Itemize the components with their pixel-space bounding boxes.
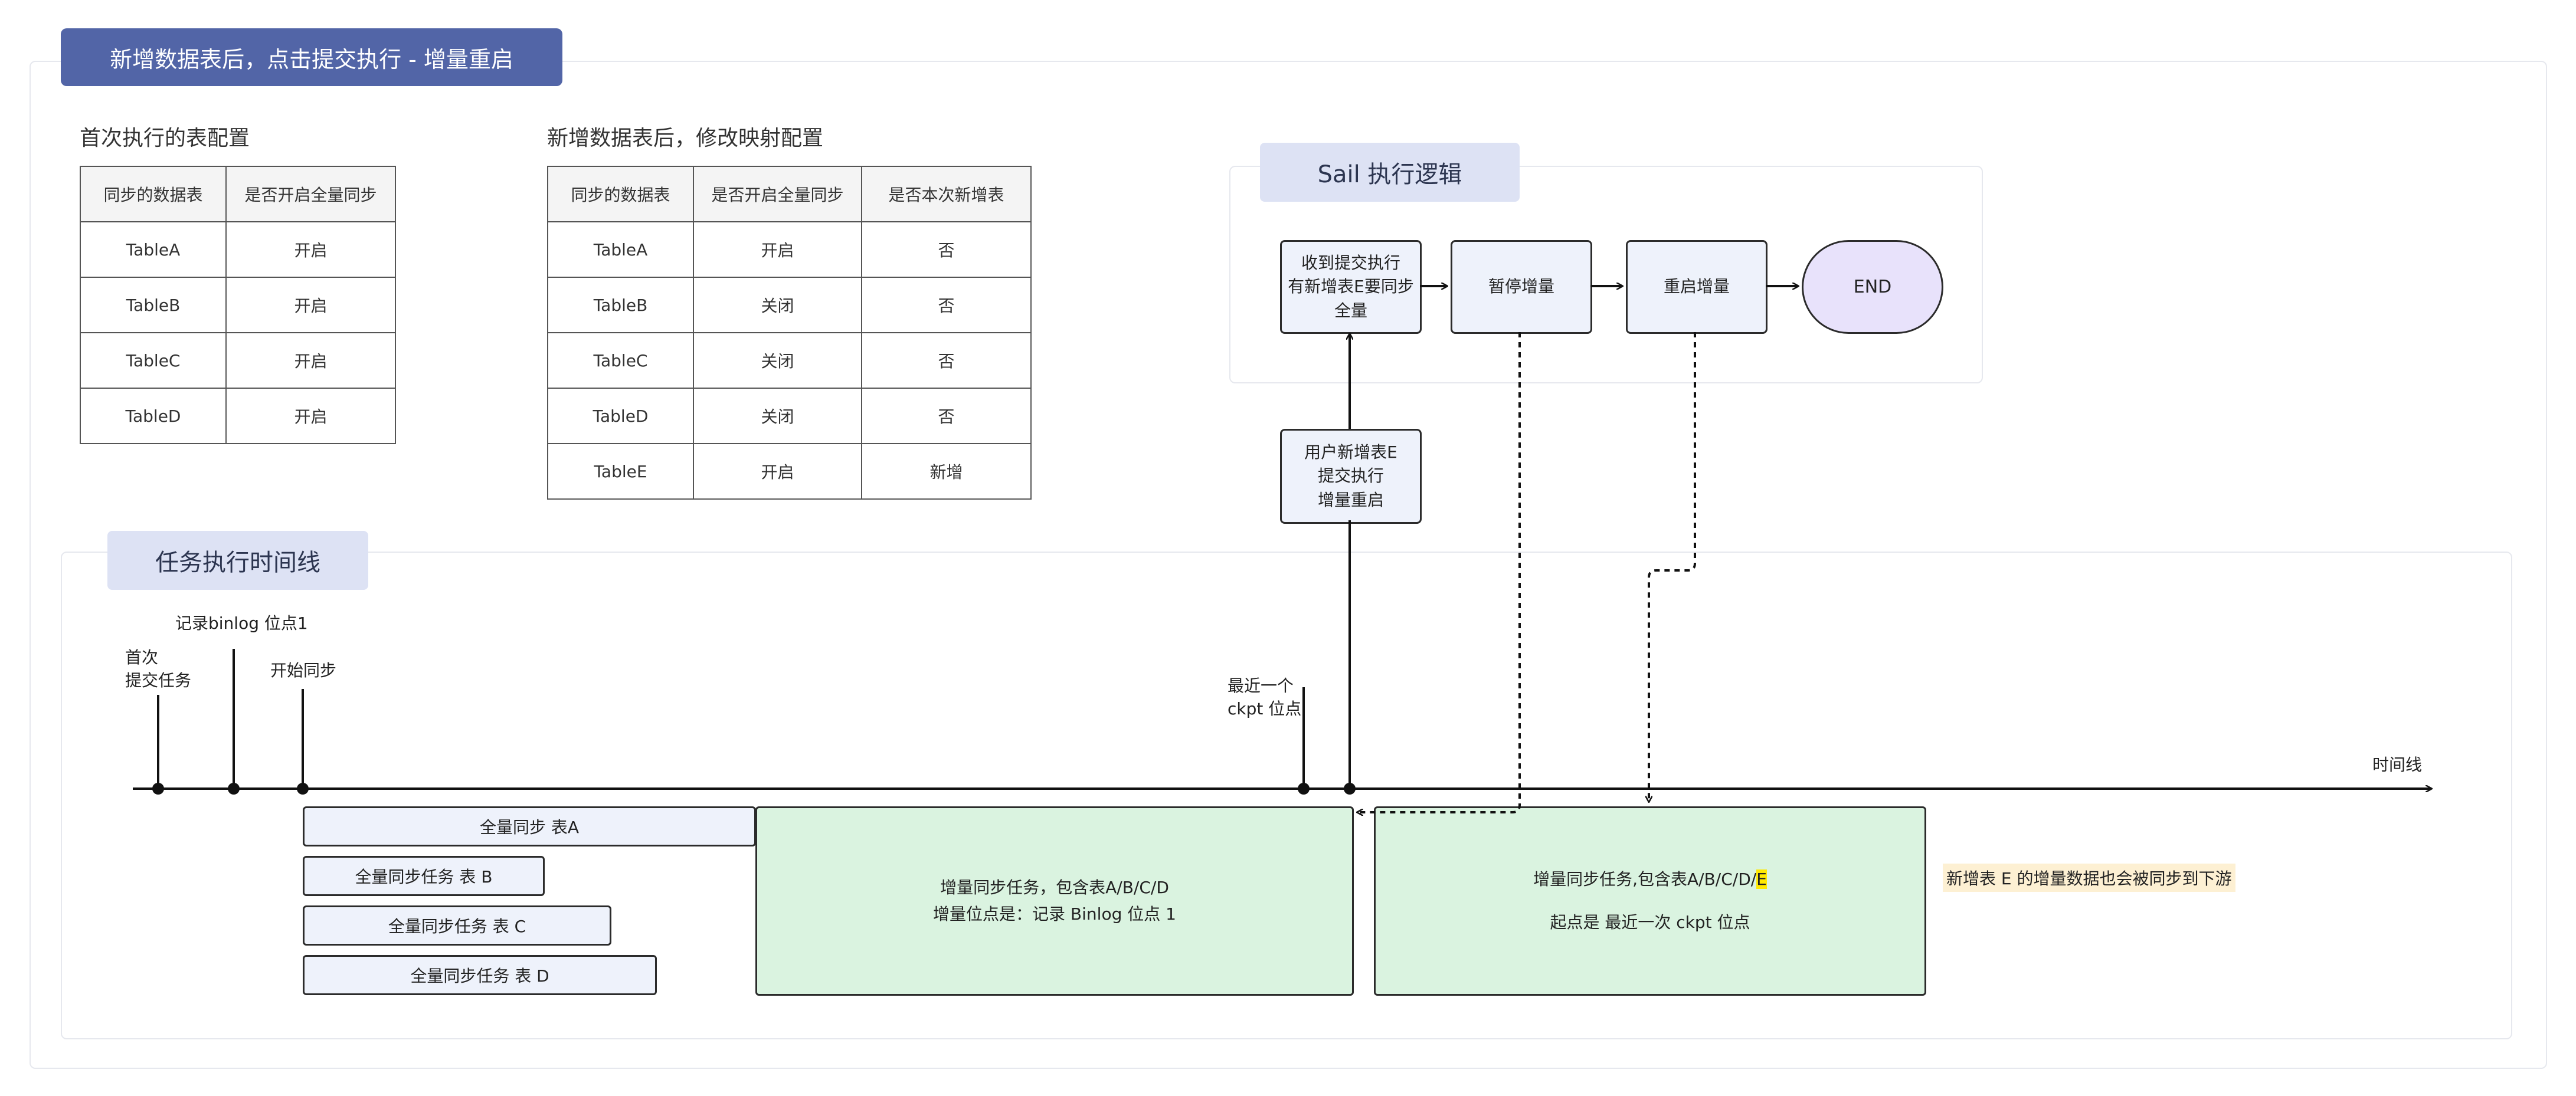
table-cell: TableD	[80, 388, 227, 444]
table-cell: 关闭	[693, 332, 862, 389]
table-row: TableD 开启	[80, 388, 396, 444]
table-cell: TableA	[80, 221, 227, 278]
page-title: 新增数据表后，点击提交执行 - 增量重启	[61, 28, 562, 86]
pause-incremental-node: 暂停增量	[1451, 240, 1592, 334]
start-sync-label: 开始同步	[270, 661, 337, 680]
table-header: 是否开启全量同步	[693, 166, 862, 222]
timeline-axis-label: 时间线	[2372, 755, 2423, 775]
table-row: TableC 关闭 否	[547, 332, 1032, 389]
end-node: END	[1802, 240, 1943, 334]
first-config-heading: 首次执行的表配置	[80, 126, 250, 150]
incremental-task-1-line1: 增量同步任务，包含表A/B/C/D	[940, 877, 1169, 897]
incremental-task-2-line1-prefix: 增量同步任务,包含表A/B/C/D/	[1533, 869, 1757, 889]
table-cell: 否	[861, 388, 1032, 444]
record-binlog-dot	[228, 783, 240, 795]
user-add-table-node: 用户新增表E 提交执行 增量重启	[1280, 429, 1422, 524]
table-header: 同步的数据表	[547, 166, 694, 222]
last-ckpt-dot	[1298, 783, 1310, 795]
table-cell: TableB	[547, 277, 694, 333]
receive-submit-node: 收到提交执行 有新增表E要同步 全量	[1280, 240, 1422, 334]
table-cell: 开启	[693, 443, 862, 500]
table-cell: 开启	[225, 221, 396, 278]
full-sync-bar-b: 全量同步任务 表 B	[303, 856, 545, 896]
table-row: TableB 开启	[80, 277, 396, 333]
table-cell: 否	[861, 332, 1032, 389]
table-cell: 否	[861, 277, 1032, 333]
table-cell: 开启	[225, 332, 396, 389]
restart-dashed-connector	[1649, 332, 1696, 802]
table-header: 同步的数据表	[80, 166, 227, 222]
timeline-tag: 任务执行时间线	[107, 531, 368, 590]
table-header: 是否开启全量同步	[225, 166, 396, 222]
new-table-note: 新增表 E 的增量数据也会被同步到下游	[1943, 864, 2235, 892]
table-cell: 开启	[225, 277, 396, 333]
table-cell: TableC	[80, 332, 227, 389]
table-cell: 关闭	[693, 277, 862, 333]
table-cell: 开启	[225, 388, 396, 444]
new-config-heading: 新增数据表后，修改映射配置	[547, 126, 824, 150]
table-row: TableA 开启 否	[547, 221, 1032, 278]
table-cell: TableC	[547, 332, 694, 389]
last-ckpt-label: 最近一个 ckpt 位点	[1228, 676, 1302, 719]
table-cell: TableE	[547, 443, 694, 500]
incremental-task-2-line1: 增量同步任务,包含表A/B/C/D/E	[1533, 867, 1767, 893]
record-binlog-label: 记录binlog 位点1	[175, 613, 308, 633]
table-cell: 关闭	[693, 388, 862, 444]
new-table-e-highlight: E	[1756, 869, 1767, 889]
table-row: TableA 开启	[80, 221, 396, 278]
restart-incremental-node: 重启增量	[1626, 240, 1767, 334]
incremental-task-1-line2: 增量位点是：记录 Binlog 位点 1	[933, 904, 1176, 924]
first-submit-label: 首次 提交任务	[125, 648, 192, 691]
incremental-task-1: 增量同步任务，包含表A/B/C/D 增量位点是：记录 Binlog 位点 1	[755, 806, 1354, 996]
first-submit-dot	[152, 783, 164, 795]
pause-dashed-connector	[1357, 332, 1521, 812]
incremental-task-2-line2: 起点是 最近一次 ckpt 位点	[1550, 912, 1750, 932]
table-cell: TableA	[547, 221, 694, 278]
table-header: 是否本次新增表	[861, 166, 1032, 222]
incremental-task-2: 增量同步任务,包含表A/B/C/D/E 起点是 最近一次 ckpt 位点	[1374, 806, 1926, 996]
first-config-table: 同步的数据表 是否开启全量同步 TableA 开启 TableB 开启 Tabl…	[80, 166, 396, 444]
full-sync-bar-a: 全量同步 表A	[303, 806, 756, 846]
table-cell: 否	[861, 221, 1032, 278]
full-sync-bar-c: 全量同步任务 表 C	[303, 905, 611, 946]
table-row: TableC 开启	[80, 332, 396, 389]
full-sync-bar-d: 全量同步任务 表 D	[303, 955, 657, 995]
table-cell: 新增	[861, 443, 1032, 500]
start-sync-dot	[297, 783, 309, 795]
table-row: TableE 开启 新增	[547, 443, 1032, 500]
table-cell: TableD	[547, 388, 694, 444]
new-config-table: 同步的数据表 是否开启全量同步 是否本次新增表 TableA 开启 否 Tabl…	[547, 166, 1032, 500]
table-row: TableB 关闭 否	[547, 277, 1032, 333]
table-cell: TableB	[80, 277, 227, 333]
table-cell: 开启	[693, 221, 862, 278]
table-row: TableD 关闭 否	[547, 388, 1032, 444]
sail-logic-tag: Sail 执行逻辑	[1260, 143, 1520, 202]
